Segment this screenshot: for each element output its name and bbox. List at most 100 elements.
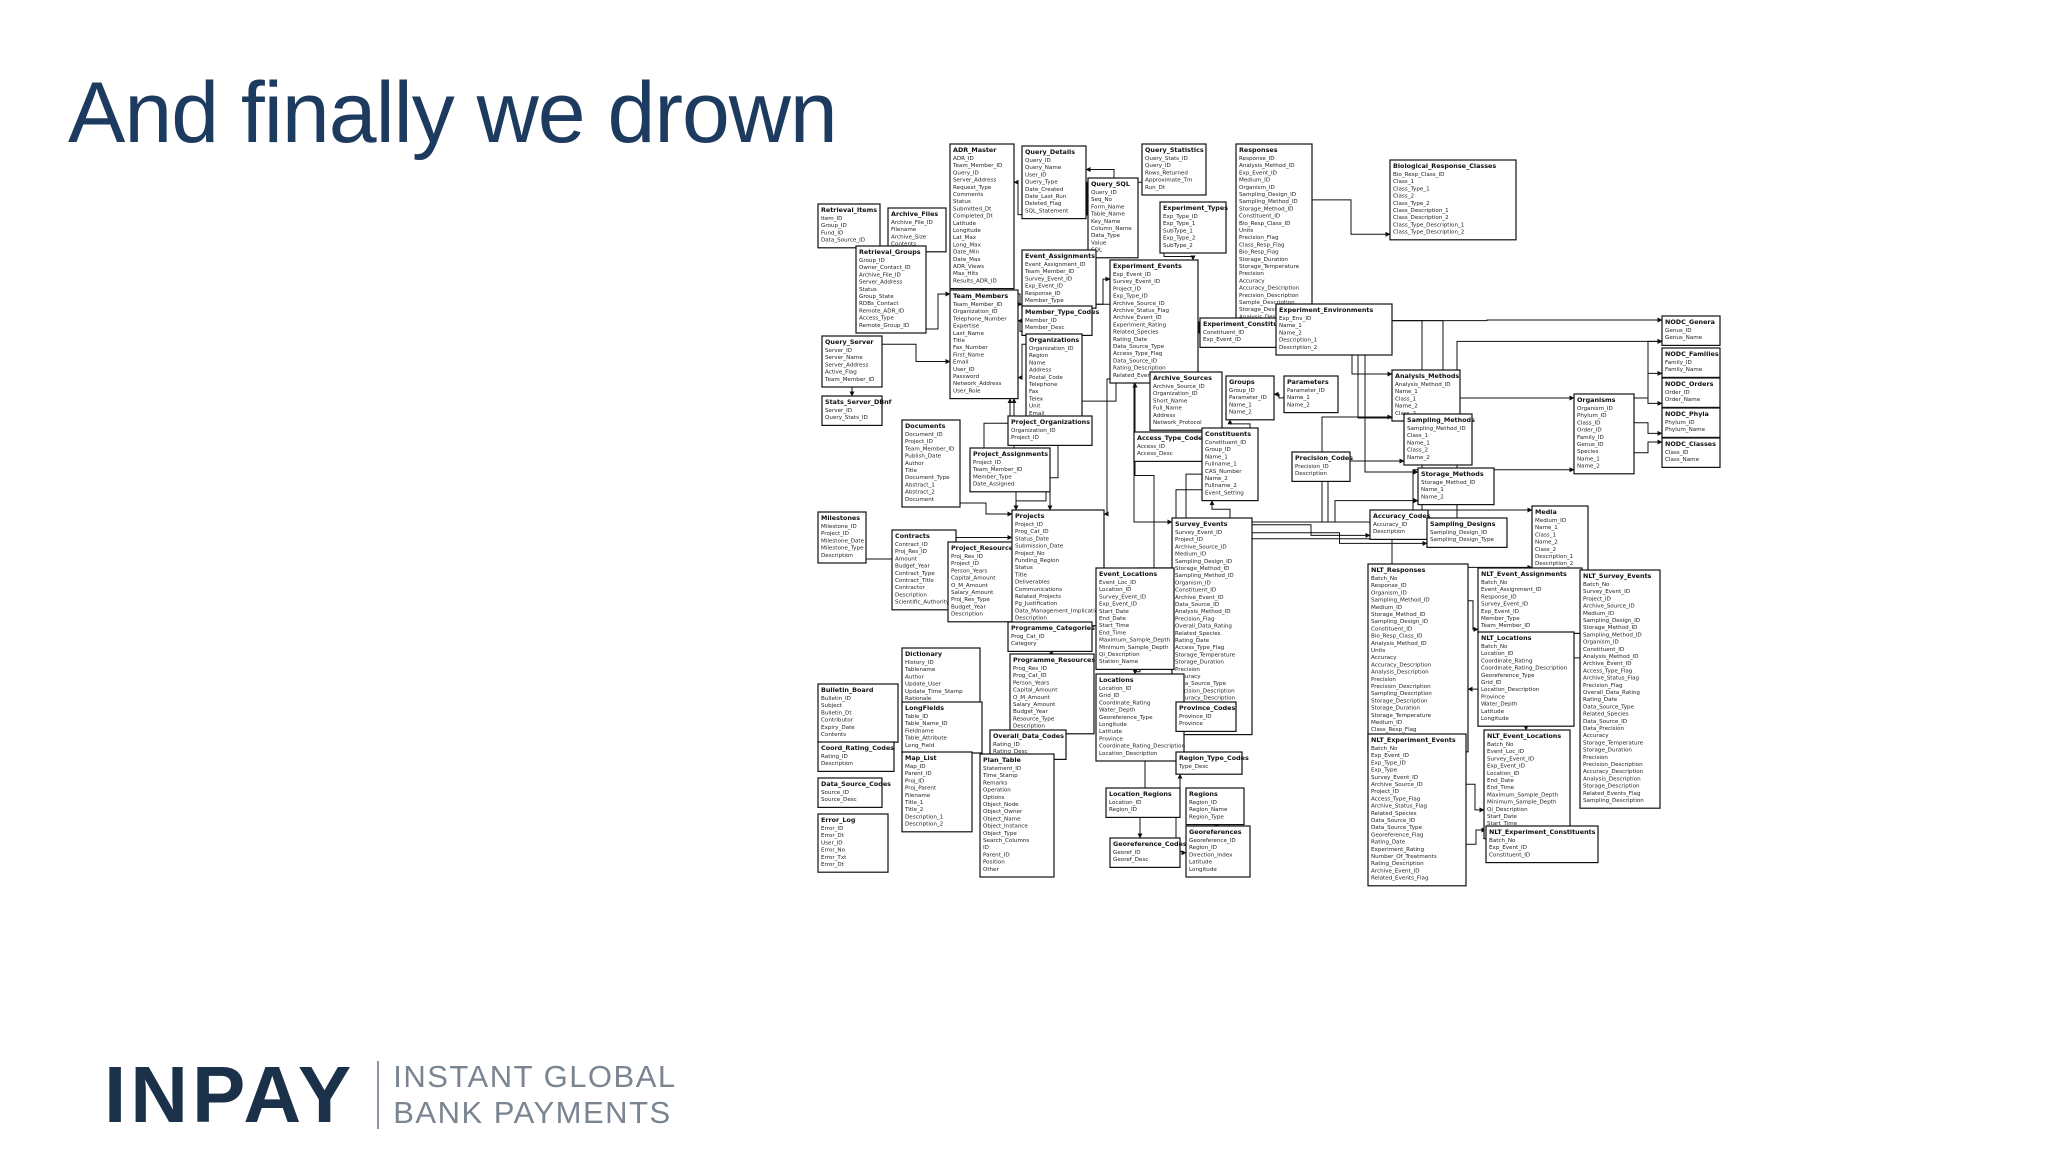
entity-field: Organism_ID: [1175, 580, 1211, 586]
entity-field: Title: [904, 468, 918, 474]
entity-field: Order_ID: [1665, 390, 1690, 396]
entity-storage-methods: Storage_MethodsStorage_Method_IDName_1Na…: [1417, 467, 1495, 506]
entity-field: Data_Source_Type: [1175, 681, 1227, 687]
entity-title: Precision_Codes: [1295, 454, 1353, 462]
entity-title: Data_Source_Codes: [821, 780, 891, 788]
entity-nlt-responses: NLT_ResponsesBatch_NoResponse_IDOrganism…: [1367, 563, 1469, 753]
entity-field: Form_Name: [1091, 204, 1125, 210]
entity-field: Longitude: [1481, 716, 1509, 722]
entity-title: Organizations: [1029, 336, 1079, 344]
entity-field: Proj_Parent: [905, 786, 937, 792]
entity-field: Storage_Method_ID: [1239, 206, 1293, 212]
entity-field: Rating_Date: [1175, 638, 1210, 644]
entity-field: Archive_Event_ID: [1175, 595, 1224, 601]
entity-field: Statement_ID: [983, 766, 1021, 772]
entity-experiment-types: Experiment_TypesExp_Type_IDExp_Type_1Sub…: [1159, 201, 1228, 254]
entity-field: Archive_Source_ID: [1371, 782, 1423, 788]
entity-field: Member_Desc: [1025, 325, 1065, 331]
entity-field: Group_ID: [1229, 388, 1255, 394]
entity-title: Retrieval_Items: [821, 206, 877, 214]
entity-field: Sampling_Design_ID: [1583, 618, 1640, 624]
entity-title: Experiment_Environments: [1279, 306, 1373, 314]
entity-box: [901, 419, 961, 508]
entity-field: Class_Resp_Flag: [1239, 242, 1285, 248]
entity-field: Organization_ID: [1153, 391, 1198, 397]
entity-field: Fund_ID: [821, 230, 843, 236]
entity-title: Projects: [1015, 512, 1045, 520]
entity-field: Constituent_ID: [1239, 214, 1280, 220]
entity-field: Units: [1371, 648, 1385, 654]
entity-field: Organism_ID: [1577, 406, 1613, 412]
entity-field: Expiry_Date: [821, 725, 855, 731]
entity-field: Water_Depth: [1099, 708, 1136, 714]
entity-field: Member_Type: [1481, 616, 1520, 622]
entity-field: Region_ID: [1109, 807, 1137, 813]
entity-field: Accuracy: [1175, 674, 1201, 680]
entity-field: Error_Dt: [821, 862, 845, 868]
entity-field: Storage_Description: [1239, 307, 1296, 313]
entity-field: Family_ID: [1665, 360, 1692, 366]
entity-field: Contract_ID: [895, 542, 928, 548]
entity-field: Address: [1153, 413, 1175, 419]
entity-field: Data_Precision: [1583, 726, 1625, 732]
entity-box: [1175, 751, 1243, 775]
slide-title: And finally we drown: [68, 65, 838, 161]
entity-box: [969, 447, 1051, 493]
entity-field: Parent_ID: [905, 771, 932, 777]
entity-field: Class_1: [1395, 396, 1417, 402]
entity-field: Name_1: [1577, 456, 1600, 462]
entity-title: Archive_Files: [891, 210, 938, 218]
entity-title: NLT_Event_Locations: [1487, 732, 1561, 740]
entity-field: Genus_ID: [1665, 328, 1692, 334]
entity-field: Analysis_Method_ID: [1395, 382, 1451, 388]
entity-field: Source_Desc: [821, 797, 857, 803]
entity-box: [949, 289, 1019, 400]
relationship-line: [1273, 391, 1284, 399]
entity-title: NLT_Experiment_Events: [1371, 736, 1456, 744]
entity-field: Survey_Event_ID: [1099, 594, 1146, 600]
entity-field: Telephone_Number: [952, 316, 1007, 322]
entity-field: Sampling_Design_ID: [1239, 192, 1296, 198]
entity-title: Constituents: [1205, 430, 1251, 438]
entity-box: [1391, 369, 1461, 422]
entity-field: Amount: [895, 556, 918, 562]
entity-dictionary: DictionaryHistory_IDTablenameAuthorUpdat…: [901, 647, 981, 707]
inpay-logo: INPAY INSTANT GLOBAL BANK PAYMENTS: [104, 1050, 677, 1140]
entity-field: Time_Stamp: [982, 773, 1018, 779]
tagline-line-1: INSTANT GLOBAL: [393, 1059, 677, 1095]
entity-field: Fieldname: [905, 728, 934, 734]
entity-field: Object_Node: [983, 802, 1019, 808]
entity-field: SQL_Statement: [1025, 208, 1069, 214]
entity-field: Address: [1029, 368, 1051, 374]
entity-field: Maximum_Sample_Depth: [1099, 638, 1171, 644]
entity-field: History_ID: [905, 660, 934, 666]
entity-field: Qi_Description: [1487, 807, 1528, 813]
entity-field: Salary_Amount: [951, 590, 994, 596]
entity-field: Query_ID: [1091, 190, 1117, 196]
entity-field: Phylum_ID: [1665, 420, 1695, 426]
entity-field: Sampling_Description: [1583, 798, 1644, 804]
entity-field: Group_ID: [1205, 447, 1231, 453]
entity-field: Latitude: [1481, 709, 1505, 715]
entity-field: Status: [859, 287, 877, 293]
entity-field: Province: [1179, 721, 1203, 727]
entity-field: Description: [1373, 529, 1405, 535]
entity-box: [1007, 415, 1093, 446]
entity-field: Name_2: [1287, 402, 1310, 408]
entity-field: Accuracy: [1239, 278, 1265, 284]
entity-field: Location_ID: [1481, 651, 1513, 657]
entity-event-assignments: Event_AssignmentsEvent_Assignment_IDTeam…: [1021, 249, 1097, 309]
entity-title: Member_Type_Codes: [1025, 308, 1099, 316]
entity-field: Exp_Event_ID: [1203, 337, 1241, 343]
entity-box: [817, 777, 883, 808]
entity-field: Name_1: [1535, 525, 1558, 531]
entity-box: [1141, 143, 1207, 196]
entity-retrieval-items: Retrieval_ItemsItem_IDGroup_IDFund_IDDat…: [817, 203, 881, 249]
entity-title: Project_Resources: [951, 544, 1017, 552]
entity-field: Exp_Event_ID: [1487, 764, 1525, 770]
entity-box: [817, 511, 867, 564]
entity-field: Storage_Method_ID: [1583, 625, 1637, 631]
entity-field: Proj_Res_ID: [895, 549, 927, 555]
entity-field: Sampling_Method_ID: [1583, 632, 1642, 638]
entity-plan-table: Plan_TableStatement_IDTime_StampRemarksO…: [979, 753, 1055, 878]
